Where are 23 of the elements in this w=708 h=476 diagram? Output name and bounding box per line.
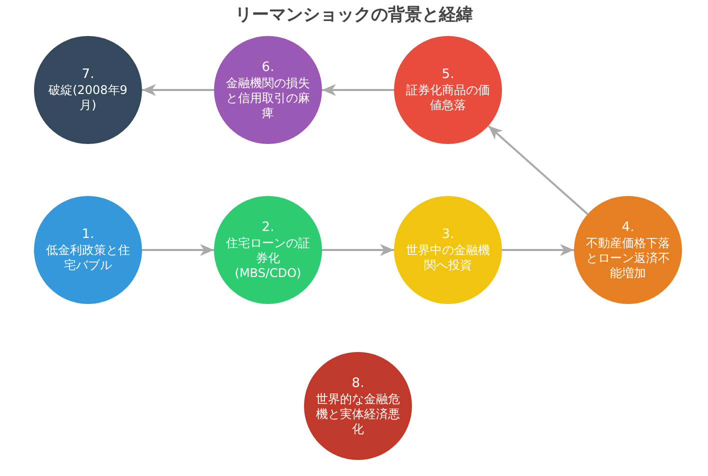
arrow [322,244,394,256]
step-label: 世界的な金融危機と実体経済悪化 [315,392,401,436]
step-number: 3. [442,227,454,243]
arrow [142,84,214,96]
step-label: 世界中の金融機関へ投資 [405,243,491,273]
step-number: 8. [352,376,364,392]
arrow [502,244,574,256]
step-number: 2. [262,220,274,236]
step-label: 低金利政策と住宅バブル [45,243,131,273]
step-number: 4. [622,220,634,236]
step-number: 7. [82,67,94,83]
step-label: 破綻(2008年9月) [48,83,128,113]
step-number: 5. [442,67,454,83]
step-number: 1. [82,227,94,243]
title: リーマンショックの背景と経緯 [235,4,473,26]
step-label: 不動産価格下落とローン返済不能増加 [585,236,671,280]
step-label: 証券化商品の価値急落 [405,83,491,113]
step-label: 金融機関の損失と信用取引の麻痺 [225,76,311,120]
step-number: 6. [262,60,274,76]
arrow [322,84,394,96]
arrow [142,244,214,256]
step-label: 住宅ローンの証券化(MBS/CDO) [225,236,311,280]
arrow [488,125,588,215]
